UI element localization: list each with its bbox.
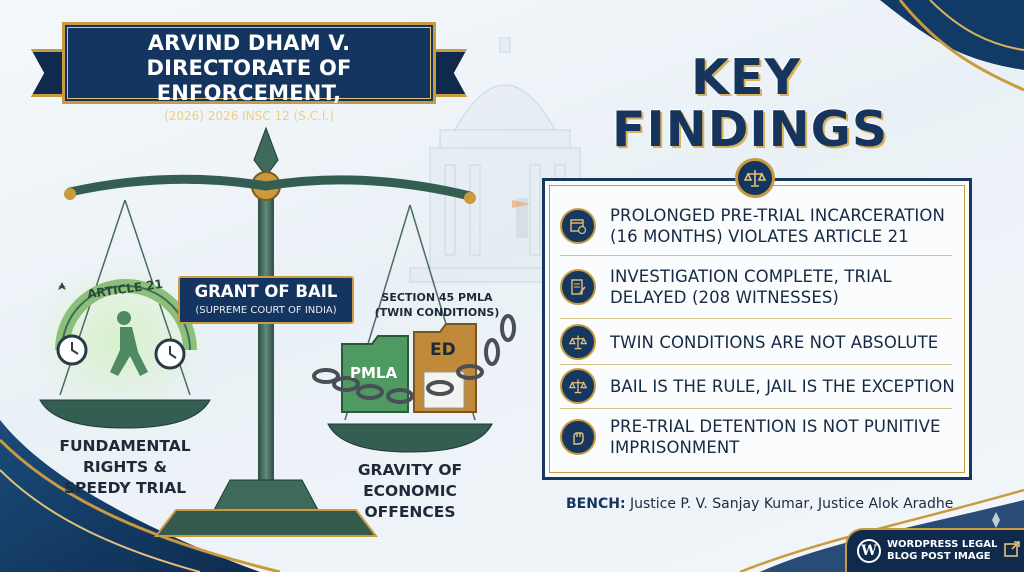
finding-divider [560, 318, 952, 319]
corner-swoosh-bottom-left [0, 420, 260, 572]
scales-emblem-icon [735, 158, 775, 198]
right-plate-line-3: OFFENCES [364, 503, 456, 521]
key-findings-heading-line-1: KEY [691, 49, 801, 106]
finding-item: BAIL IS THE RULE, JAIL IS THE EXCEPTION [560, 368, 960, 404]
key-findings-panel [542, 178, 972, 480]
finding-text: TWIN CONDITIONS ARE NOT ABSOLUTE [610, 332, 939, 352]
finding-item: INVESTIGATION COMPLETE, TRIAL DELAYED (2… [560, 266, 960, 308]
case-title-line-2: DIRECTORATE OF ENFORCEMENT, [146, 56, 352, 105]
right-plate-line-1: GRAVITY OF [357, 461, 463, 479]
document-pen-icon [560, 269, 596, 305]
section-45-line-1: SECTION 45 PMLA [381, 291, 493, 304]
corner-swoosh-top-right [880, 0, 1024, 70]
wordpress-badge-line-1: WORDPRESS LEGAL [887, 539, 998, 550]
section-45-line-2: (TWIN CONDITIONS) [374, 306, 500, 319]
left-plate-line-2: RIGHTS & [82, 458, 168, 476]
walking-man-icon [110, 311, 148, 376]
finding-text: INVESTIGATION COMPLETE, TRIAL DELAYED (2… [610, 267, 892, 307]
finding-item: TWIN CONDITIONS ARE NOT ABSOLUTE [560, 324, 960, 360]
case-citation: (2026) 2026 INSC 12 (S.C.I.) [164, 109, 334, 123]
section-45-pmla-label: SECTION 45 PMLA (TWIN CONDITIONS) [372, 290, 502, 320]
right-plate-label: GRAVITY OF ECONOMIC OFFENCES [330, 460, 490, 523]
scales-icon [560, 368, 596, 404]
wordpress-badge-line-2: BLOG POST IMAGE [887, 551, 991, 562]
grant-of-bail-box: GRANT OF BAIL (SUPREME COURT OF INDIA) [178, 276, 354, 324]
pmla-folder-label: PMLA [350, 364, 398, 382]
finding-text: BAIL IS THE RULE, JAIL IS THE EXCEPTION [610, 376, 955, 396]
bench-label: BENCH: [566, 496, 626, 512]
left-plate-line-3: SPEEDY TRIAL [63, 479, 187, 497]
ed-folder-label: ED [430, 340, 456, 360]
finding-item: PROLONGED PRE-TRIAL INCARCERATION (16 MO… [560, 205, 960, 247]
chain-icon [312, 314, 516, 404]
finding-divider [560, 255, 952, 256]
case-title-banner: ARVIND DHAM V. DIRECTORATE OF ENFORCEMEN… [31, 22, 467, 123]
key-findings-heading-line-2: FINDINGS [612, 101, 889, 158]
left-plate-line-1: FUNDAMENTAL [59, 437, 191, 455]
wordpress-logo-icon: W [857, 539, 881, 563]
clock-left-icon [56, 334, 88, 366]
grant-of-bail-label: GRANT OF BAIL [194, 282, 338, 301]
scales-icon [560, 324, 596, 360]
left-plate-label: FUNDAMENTAL RIGHTS & SPEEDY TRIAL [40, 436, 210, 499]
finding-text: PRE-TRIAL DETENTION IS NOT PUNITIVE IMPR… [610, 417, 941, 457]
raised-fist-icon [560, 419, 596, 455]
wordpress-badge: W WORDPRESS LEGAL BLOG POST IMAGE [845, 528, 1024, 572]
clock-right-icon [154, 338, 186, 370]
right-plate-line-2: ECONOMIC [363, 482, 457, 500]
calendar-clock-icon [560, 208, 596, 244]
bench-line: BENCH: Justice P. V. Sanjay Kumar, Justi… [566, 496, 966, 512]
finding-item: PRE-TRIAL DETENTION IS NOT PUNITIVE IMPR… [560, 416, 960, 458]
case-title-line-1: ARVIND DHAM V. [147, 31, 351, 55]
external-link-icon [1003, 540, 1021, 562]
grant-of-bail-sublabel: (SUPREME COURT OF INDIA) [195, 305, 337, 316]
bench-value: Justice P. V. Sanjay Kumar, Justice Alok… [630, 496, 954, 512]
finding-text: PROLONGED PRE-TRIAL INCARCERATION (16 MO… [610, 206, 945, 246]
key-findings-heading: KEY FINDINGS [612, 49, 889, 158]
wordpress-badge-text: WORDPRESS LEGAL BLOG POST IMAGE [887, 539, 997, 563]
finding-divider [560, 408, 952, 409]
finding-divider [560, 364, 952, 365]
